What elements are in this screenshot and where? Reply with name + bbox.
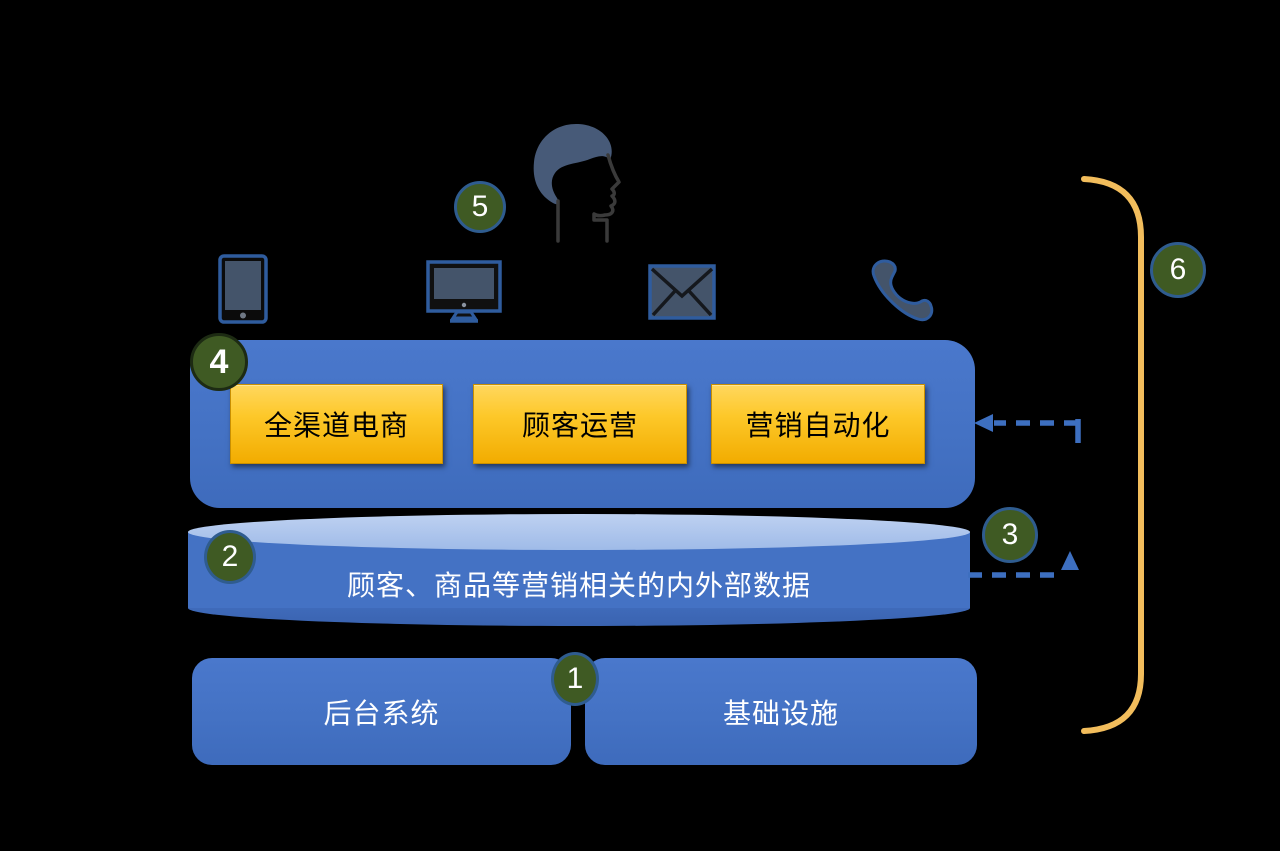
badge-3: 3 xyxy=(982,507,1038,563)
badge-6: 6 xyxy=(1150,242,1206,298)
badge-2: 2 xyxy=(204,530,256,584)
badge-5-number: 5 xyxy=(471,190,489,223)
badge-4-number: 4 xyxy=(209,342,229,381)
infrastructure-box: 基础设施 xyxy=(585,658,977,765)
backend-systems-label: 后台系统 xyxy=(323,697,440,729)
badge-1: 1 xyxy=(551,652,599,706)
tablet-icon xyxy=(218,254,268,324)
person-head-icon xyxy=(533,123,621,243)
dashed-arrow-into-apps-icon xyxy=(974,414,1081,443)
data-cylinder: 顾客、商品等营销相关的内外部数据 xyxy=(188,514,970,626)
app-card-customer-operations: 顾客运营 xyxy=(473,384,687,464)
app-card-label: 顾客运营 xyxy=(521,410,638,441)
app-card-label: 营销自动化 xyxy=(745,410,891,441)
badge-2-number: 2 xyxy=(221,540,239,573)
phone-icon xyxy=(871,259,934,322)
infrastructure-label: 基础设施 xyxy=(722,697,839,729)
badge-4: 4 xyxy=(190,333,248,391)
badge-6-number: 6 xyxy=(1169,253,1187,286)
data-layer-label: 顾客、商品等营销相关的内外部数据 xyxy=(346,570,811,601)
app-card-marketing-automation: 营销自动化 xyxy=(711,384,925,464)
badge-1-number: 1 xyxy=(566,662,584,695)
cylinder-top xyxy=(188,514,970,550)
backend-systems-box: 后台系统 xyxy=(192,658,571,765)
envelope-icon xyxy=(648,264,716,320)
badge-3-number: 3 xyxy=(1001,518,1019,551)
scope-bracket xyxy=(1081,176,1144,734)
app-card-label: 全渠道电商 xyxy=(263,410,409,441)
app-card-omnichannel-ecommerce: 全渠道电商 xyxy=(230,384,443,464)
badge-5: 5 xyxy=(454,181,506,233)
monitor-icon xyxy=(426,260,502,323)
